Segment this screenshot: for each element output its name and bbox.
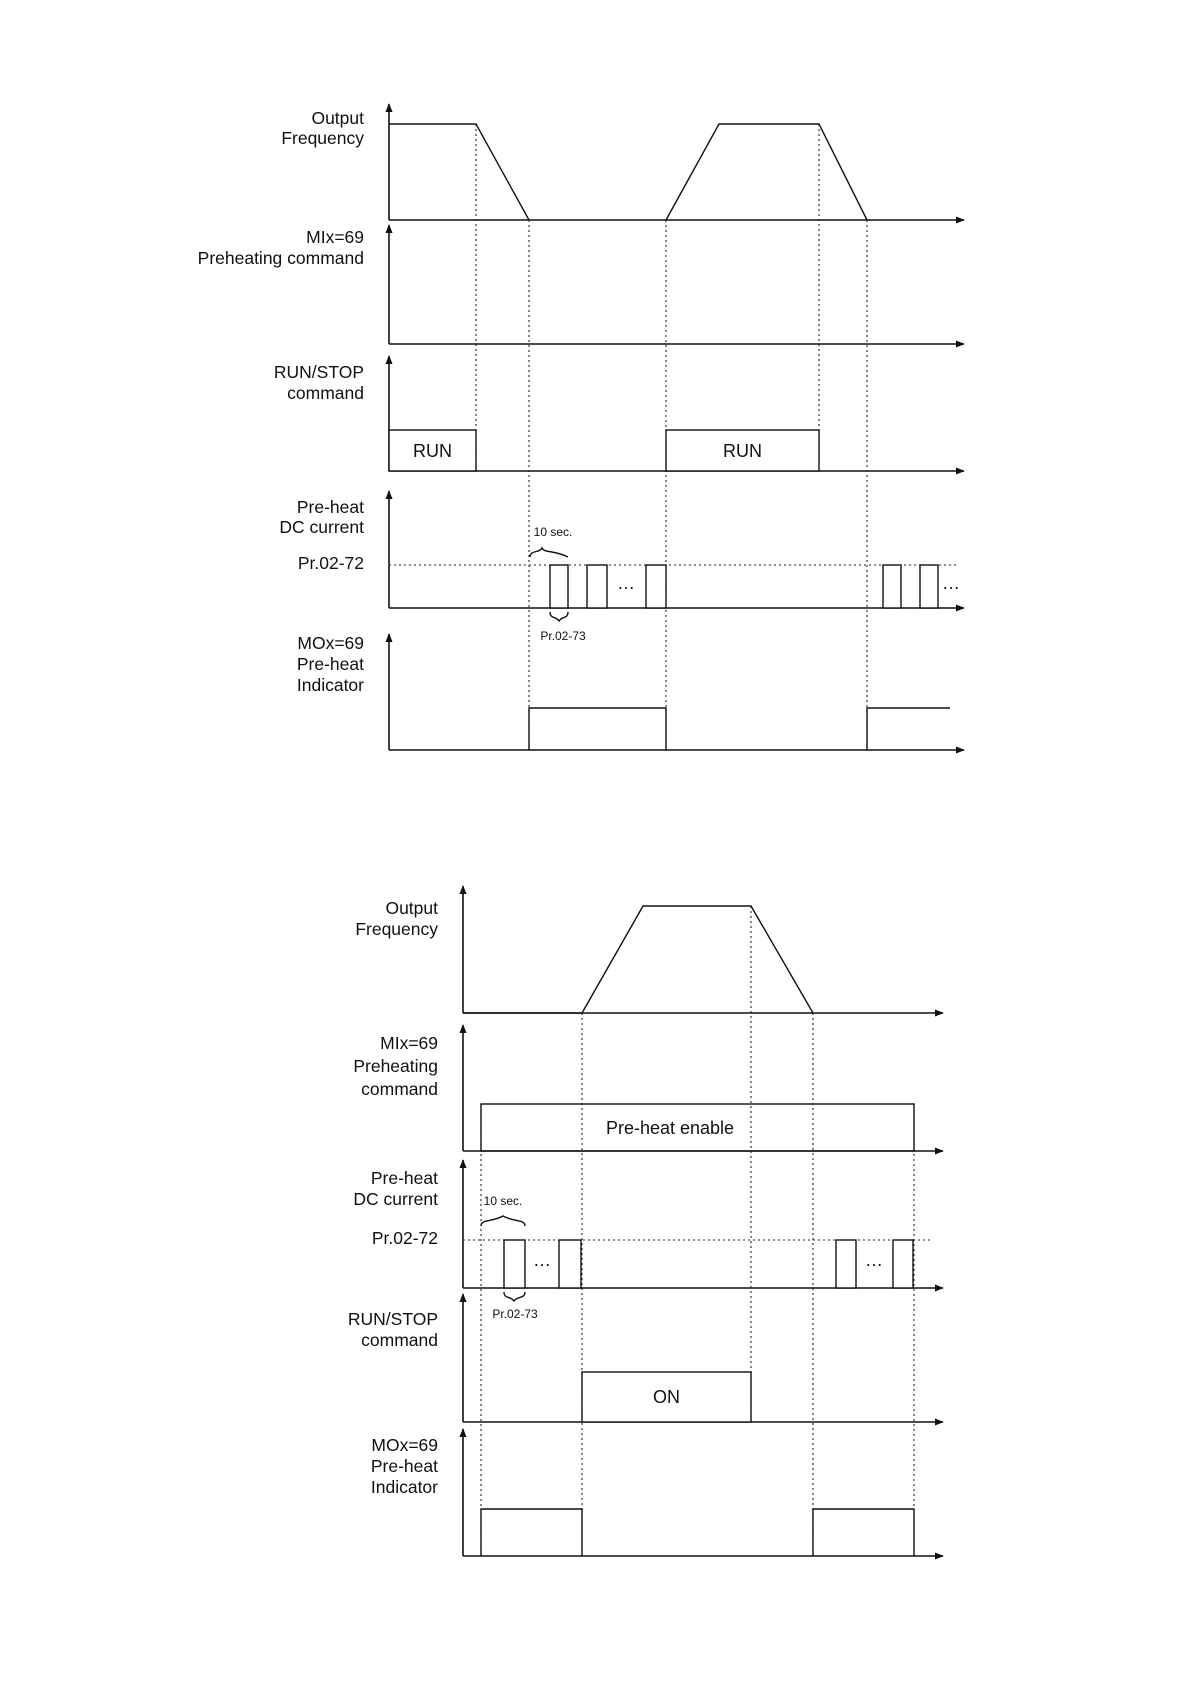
d2-output-frequency-label: Output Frequency	[355, 898, 438, 939]
diagram-2: Output Frequency MIx=69 Preheating comma…	[348, 886, 943, 1556]
svg-text:MOx=69: MOx=69	[297, 633, 364, 653]
d2-dc-current-pulses	[504, 1240, 913, 1288]
svg-text:command: command	[287, 383, 364, 403]
svg-text:Preheating command: Preheating command	[198, 248, 364, 268]
d1-run-stop-command-label: RUN/STOP command	[274, 362, 364, 403]
d1-indicator-waveform	[529, 708, 950, 750]
svg-text:RUN: RUN	[413, 441, 452, 461]
d1-ten-sec-brace: 10 sec.	[530, 525, 572, 557]
d2-ten-sec-brace: 10 sec.	[481, 1194, 525, 1226]
d1-run-box-2: RUN	[666, 430, 819, 471]
svg-text:Pre-heat: Pre-heat	[371, 1168, 438, 1188]
d1-indicator-label: MOx=69 Pre-heat Indicator	[297, 633, 364, 695]
svg-text:10 sec.: 10 sec.	[534, 525, 573, 539]
svg-text:RUN: RUN	[723, 441, 762, 461]
d1-output-frequency-label: Output Frequency	[281, 108, 364, 148]
svg-text:Indicator: Indicator	[297, 675, 364, 695]
dc-pulse	[646, 565, 666, 608]
svg-text:Pre-heat: Pre-heat	[371, 1456, 438, 1476]
svg-text:Pr.02-73: Pr.02-73	[540, 629, 586, 643]
svg-text:MIx=69: MIx=69	[380, 1033, 438, 1053]
d2-axes	[463, 886, 943, 1556]
d2-preheating-command-label: MIx=69 Preheating command	[353, 1033, 438, 1099]
svg-text:DC current: DC current	[353, 1189, 438, 1209]
dc-pulse	[504, 1240, 525, 1288]
svg-text:Preheating: Preheating	[353, 1056, 438, 1076]
dc-pulse	[836, 1240, 856, 1288]
svg-text:Pre-heat enable: Pre-heat enable	[606, 1118, 734, 1138]
d1-pulse-width-brace: Pr.02-73	[540, 612, 586, 643]
svg-text:Frequency: Frequency	[355, 919, 438, 939]
svg-text:10 sec.: 10 sec.	[484, 1194, 523, 1208]
svg-text:DC current: DC current	[279, 517, 364, 537]
dc-pulse	[893, 1240, 913, 1288]
d1-pr-02-72-label: Pr.02-72	[298, 553, 364, 573]
d1-dc-current-pulses	[550, 565, 938, 608]
d1-preheat-dc-current-label: Pre-heat DC current	[279, 497, 364, 537]
svg-text:Pre-heat: Pre-heat	[297, 654, 364, 674]
dc-pulse	[883, 565, 901, 608]
d1-run-box-1: RUN	[389, 430, 476, 471]
diagram-1: Output Frequency MIx=69 Preheating comma…	[198, 104, 964, 750]
d1-preheating-command-label: MIx=69 Preheating command	[198, 227, 364, 268]
svg-text:RUN/STOP: RUN/STOP	[274, 362, 364, 382]
d2-pulse-width-brace: Pr.02-73	[492, 1292, 538, 1321]
d2-indicator-waveform	[481, 1509, 914, 1556]
svg-text:MIx=69: MIx=69	[306, 227, 364, 247]
d2-ellipsis-1: …	[533, 1250, 551, 1270]
d2-run-stop-command-label: RUN/STOP command	[348, 1309, 438, 1350]
d1-ellipsis-1: …	[617, 573, 635, 593]
svg-text:Output: Output	[385, 898, 438, 918]
svg-text:Pre-heat: Pre-heat	[297, 497, 364, 517]
d2-pr-02-72-label: Pr.02-72	[372, 1228, 438, 1248]
svg-text:Output: Output	[311, 108, 364, 128]
svg-text:ON: ON	[653, 1387, 680, 1407]
svg-text:Pr.02-73: Pr.02-73	[492, 1307, 538, 1321]
dc-pulse	[559, 1240, 581, 1288]
d2-preheat-enable-box: Pre-heat enable	[481, 1104, 914, 1151]
svg-text:MOx=69: MOx=69	[371, 1435, 438, 1455]
dc-pulse	[587, 565, 607, 608]
dc-pulse	[550, 565, 568, 608]
d1-output-frequency-waveform	[389, 124, 867, 220]
svg-text:command: command	[361, 1079, 438, 1099]
d2-dotted-guides	[463, 906, 930, 1556]
svg-text:command: command	[361, 1330, 438, 1350]
svg-text:Indicator: Indicator	[371, 1477, 438, 1497]
d2-on-box: ON	[582, 1372, 751, 1422]
d2-output-frequency-waveform	[463, 906, 813, 1013]
dc-pulse	[920, 565, 938, 608]
svg-text:Frequency: Frequency	[281, 128, 364, 148]
d2-indicator-label: MOx=69 Pre-heat Indicator	[371, 1435, 438, 1497]
d1-ellipsis-2: …	[942, 573, 960, 593]
svg-text:RUN/STOP: RUN/STOP	[348, 1309, 438, 1329]
d2-preheat-dc-current-label: Pre-heat DC current	[353, 1168, 438, 1209]
d2-ellipsis-2: …	[865, 1250, 883, 1270]
